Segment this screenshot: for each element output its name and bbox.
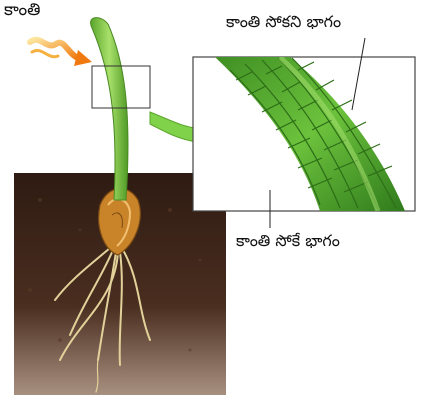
light-arrow (30, 40, 92, 66)
stem (91, 18, 128, 200)
label-lit-side: కాంతి సోకే భాగం (236, 233, 340, 249)
label-unlit-side: కాంతి సోకని భాగం (226, 14, 341, 30)
zoom-view (193, 57, 415, 211)
label-light: కాంతి (4, 2, 40, 19)
